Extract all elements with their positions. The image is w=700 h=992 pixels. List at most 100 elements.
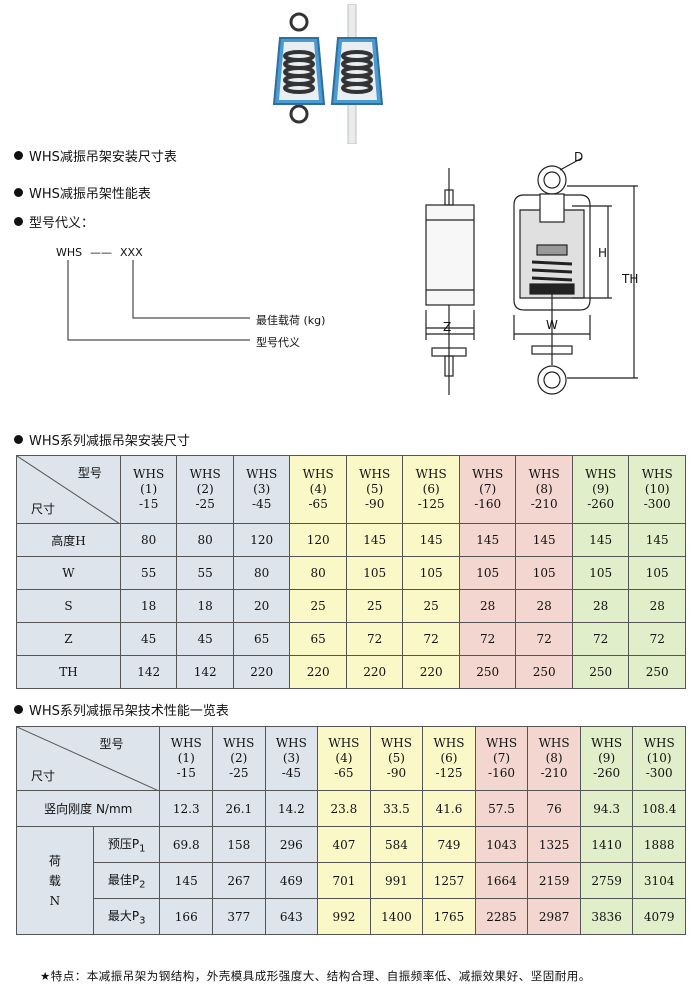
cell: 105 [402,556,460,590]
table-row: 竖向刚度 N/mm 12.3 26.1 14.2 23.8 33.5 41.6 … [15,790,686,827]
cell: 1257 [422,862,476,899]
cell: 220 [345,655,404,689]
cell: 267 [212,862,266,899]
cell: 28 [571,589,630,623]
bullet-model-code: 型号代义： [14,212,94,231]
header-cell: WHS(4)-65 [289,455,347,524]
cell: 105 [458,556,517,590]
cell: 145 [345,523,404,557]
cell: 701 [317,862,371,899]
cell: 18 [119,589,178,623]
cell: 45 [119,622,178,656]
cell: 1400 [369,898,424,935]
cell: 80 [119,523,178,557]
cell: 2285 [474,898,529,935]
cell: 992 [317,898,371,935]
cell: 76 [527,790,581,827]
model-code-dash: —— [90,246,112,259]
cell: 2159 [527,862,581,899]
cell: 25 [289,589,347,623]
cell: 3104 [632,862,686,899]
cell: 55 [176,556,234,590]
header-cell: WHS(2)-25 [176,455,234,524]
cell: 2759 [579,862,634,899]
cell: 80 [232,556,291,590]
cell: 105 [628,556,686,590]
header-cell: WHS(3)-45 [232,455,291,524]
cell: 28 [458,589,517,623]
cell: 25 [345,589,404,623]
cell: 469 [264,862,319,899]
cell: 1043 [474,826,529,863]
cell: 80 [289,556,347,590]
header-cell: WHS(10)-300 [632,726,686,791]
header-cell: WHS(4)-65 [317,726,371,791]
product-photo [272,4,384,144]
cell: 145 [515,523,573,557]
cell: 377 [212,898,266,935]
dim-label-th: TH [622,272,639,286]
cell: 26.1 [212,790,266,827]
table-header-row: 型号 尺寸 WHS(1)-15 WHS(2)-25 WHS(3)-45 WHS(… [15,726,686,791]
cell: 250 [628,655,686,689]
bullet-text: 型号代义： [29,216,95,231]
cell: 12.3 [159,790,214,827]
label-best-load: 最佳载荷 (kg) [256,314,326,327]
dim-label-w: W [546,318,558,332]
cell: 250 [515,655,573,689]
model-code-leaders [67,260,250,341]
technical-drawing [425,157,638,395]
cell: 28 [515,589,573,623]
header-cell: WHS(8)-210 [527,726,581,791]
cell: 1410 [579,826,634,863]
cell: 120 [289,523,347,557]
corner-cell: 型号 尺寸 [15,726,161,791]
cell: 72 [571,622,630,656]
corner-cell: 型号 尺寸 [16,455,121,524]
table-row: TH 142 142 220 220 220 220 250 250 250 2… [16,655,686,689]
cell: 220 [289,655,347,689]
cell: 65 [289,622,347,656]
header-cell: WHS(9)-260 [571,455,630,524]
header-cell: WHS(2)-25 [212,726,266,791]
diagonal-line [17,727,159,791]
performance-table: 型号 尺寸 WHS(1)-15 WHS(2)-25 WHS(3)-45 WHS(… [15,726,686,935]
corner-bottom-label: 尺寸 [31,769,56,783]
bullet-dot-icon [14,435,23,444]
cell: 1765 [422,898,476,935]
bullet-text: WHS减振吊架安装尺寸表 [29,150,177,165]
cell: 145 [159,862,214,899]
cell: 250 [571,655,630,689]
row-label: S [16,589,121,623]
dim-label-d: D [574,150,584,164]
table1-title: WHS系列减振吊架安装尺寸 [14,430,190,449]
table-row: 最佳P2 145 267 469 701 991 1257 1664 2159 … [17,862,686,899]
row-label: 最大P3 [92,898,161,935]
cell: 407 [317,826,371,863]
row-label: 最佳P2 [92,862,161,899]
bullet-dot-icon [14,705,23,714]
cell: 250 [458,655,517,689]
cell: 94.3 [579,790,634,827]
table2-title-text: WHS系列减振吊架技术性能一览表 [29,704,229,719]
cell: 41.6 [422,790,476,827]
cell: 120 [232,523,291,557]
model-code-prefix: WHS [56,246,83,259]
cell: 145 [628,523,686,557]
cell: 145 [402,523,460,557]
cell: 72 [345,622,404,656]
header-cell: WHS(5)-90 [369,726,424,791]
cell: 296 [264,826,319,863]
cell: 166 [159,898,214,935]
cell: 105 [571,556,630,590]
cell: 18 [176,589,234,623]
cell: 158 [212,826,266,863]
dim-label-h: H [598,246,608,260]
cell: 65 [232,622,291,656]
cell: 2987 [527,898,581,935]
dim-label-z: Z [443,320,452,334]
cell: 3836 [579,898,634,935]
bullet-text: WHS减振吊架性能表 [29,187,151,202]
bullet-dot-icon [14,188,23,197]
